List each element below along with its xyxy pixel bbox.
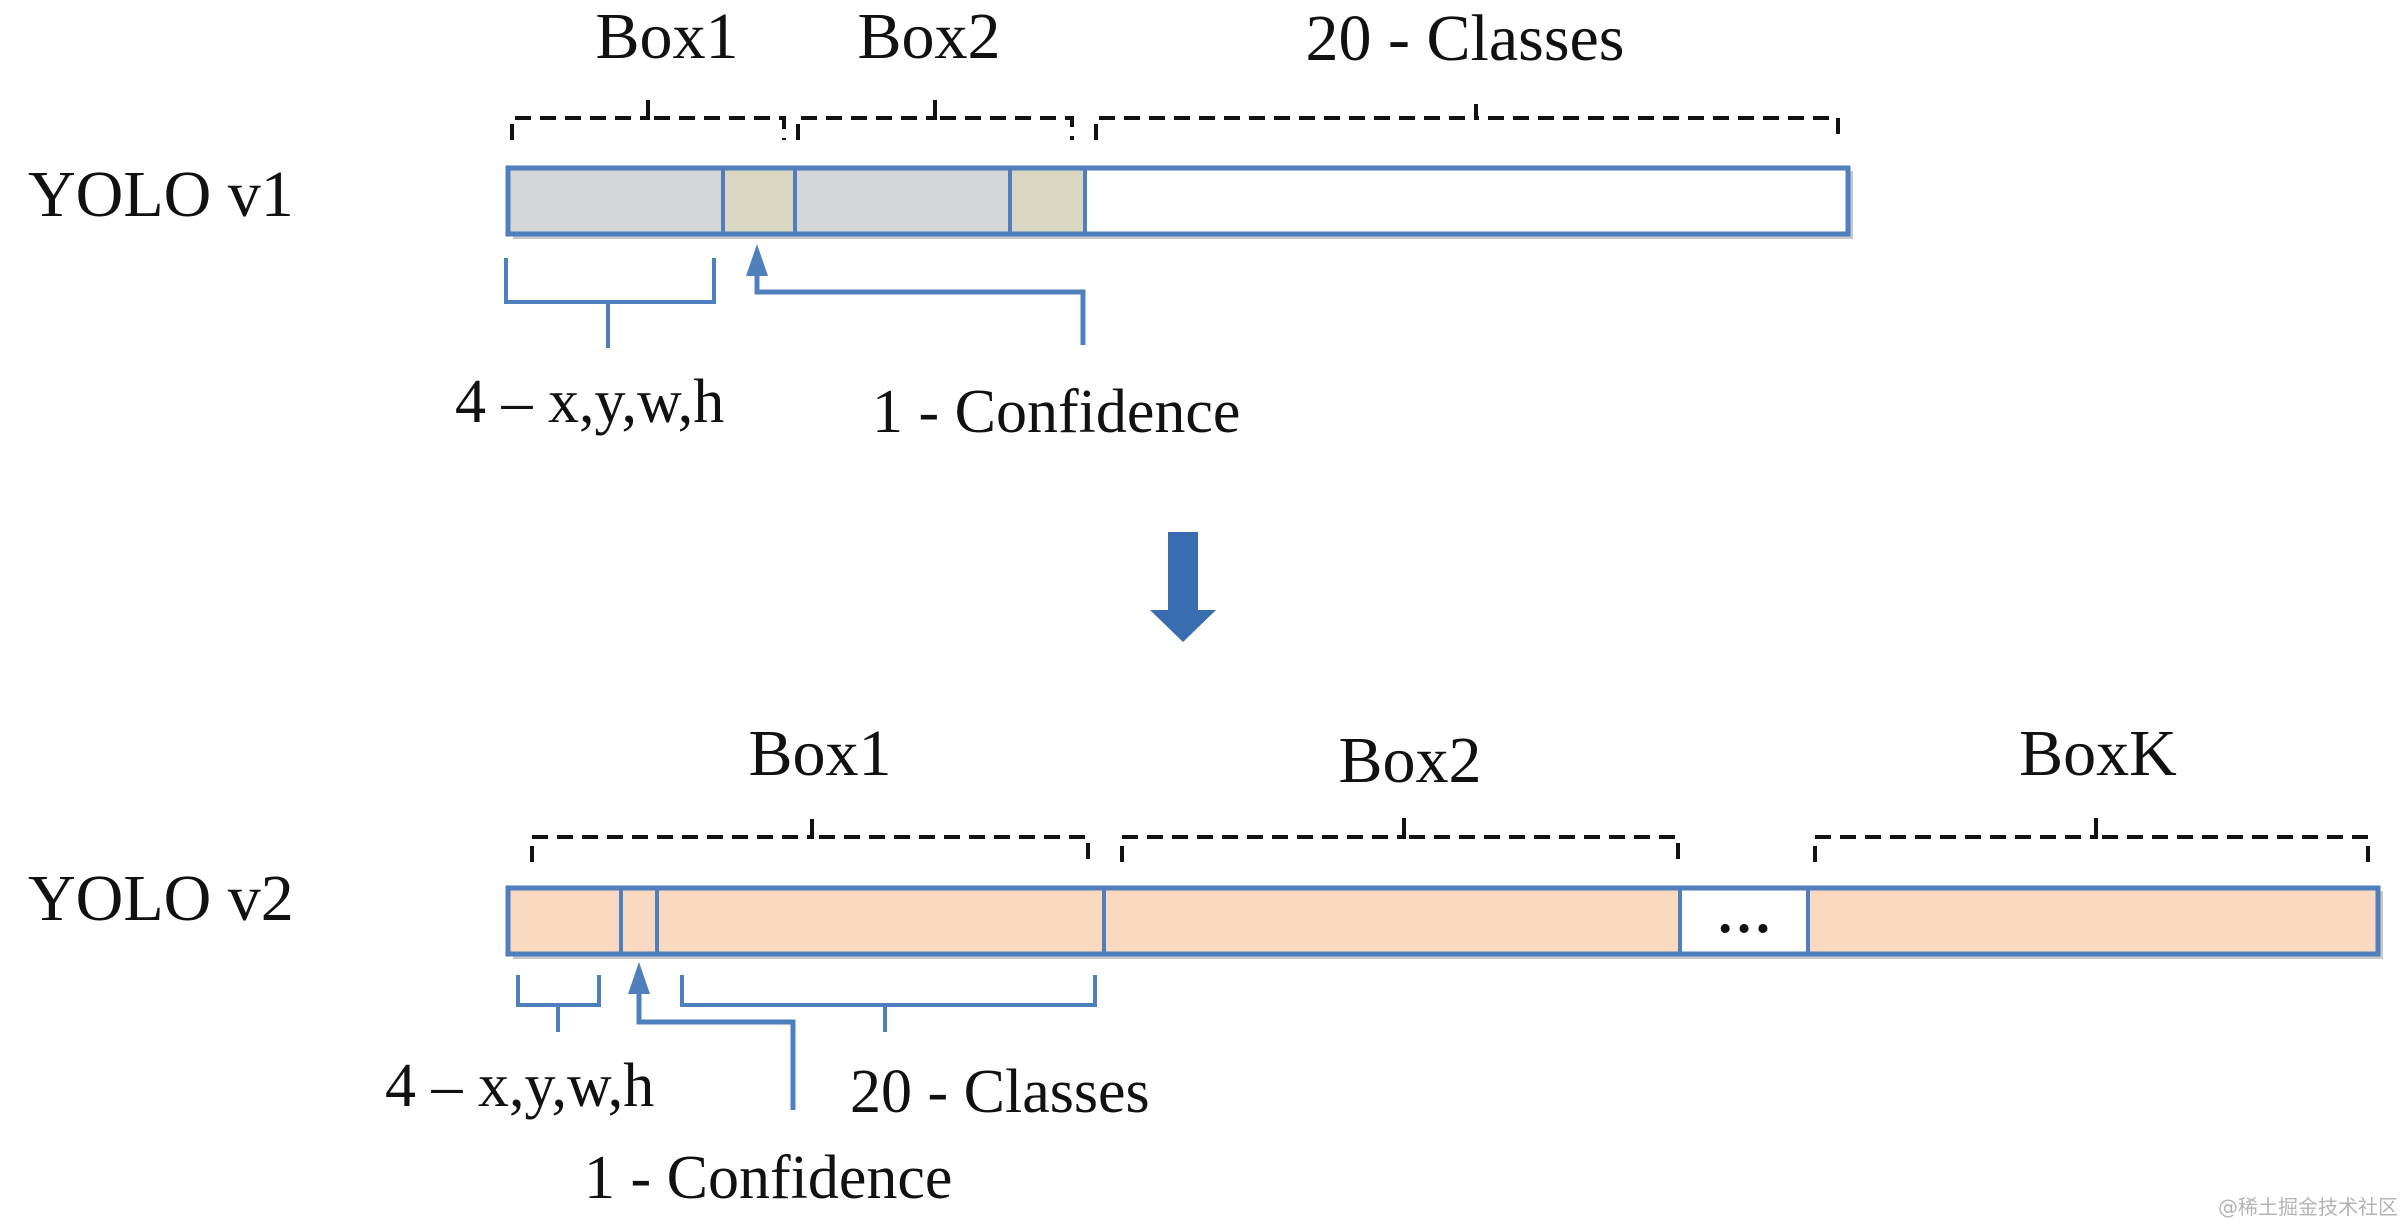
up-arrow-icon xyxy=(628,962,650,994)
yolo-v1-box2-bracket xyxy=(796,100,1074,140)
up-arrow-icon xyxy=(746,244,768,276)
yolo-v1-box1-confidence-cell xyxy=(723,168,795,234)
yolo-v1-section: YOLO v1 Box1 Box2 20 - Classes 4 – x,y,w… xyxy=(28,0,1853,446)
yolo-v2-ellipsis-cell xyxy=(1680,888,1808,954)
yolo-v2-box1-classes-cell xyxy=(657,888,1104,954)
yolo-v2-box1-confidence-cell xyxy=(621,888,657,954)
yolo-v2-coords-label: 4 – x,y,w,h xyxy=(385,1052,654,1120)
yolo-v2-box2-label: Box2 xyxy=(1338,724,1481,797)
yolo-v2-ellipsis: … xyxy=(1716,883,1772,945)
yolo-v2-classes-label: 20 - Classes xyxy=(850,1058,1150,1126)
yolo-v2-row-label: YOLO v2 xyxy=(28,862,294,935)
yolo-v2-boxk-label: BoxK xyxy=(2019,717,2177,790)
yolo-v1-output-bar xyxy=(505,165,1853,239)
yolo-v2-box1-coords-cell xyxy=(508,888,621,954)
yolo-v2-classes-bracket xyxy=(680,975,1097,1032)
yolo-v1-classes-label: 20 - Classes xyxy=(1306,2,1625,75)
down-arrow-icon xyxy=(1150,532,1216,642)
yolo-v1-box1-coords-cell xyxy=(508,168,723,234)
yolo-v1-confidence-label: 1 - Confidence xyxy=(872,378,1240,446)
yolo-v2-box2-cell xyxy=(1104,888,1680,954)
yolo-v2-output-bar: … xyxy=(505,883,2383,959)
yolo-v1-box1-label: Box1 xyxy=(595,0,738,73)
yolo-v1-confidence-pointer xyxy=(746,244,1086,345)
transition-arrow xyxy=(1150,532,1216,642)
yolo-v1-classes-cell xyxy=(1085,168,1848,234)
yolo-v1-box1-bracket xyxy=(510,100,786,140)
yolo-v1-box2-label: Box2 xyxy=(857,0,1000,73)
yolo-v1-classes-bracket xyxy=(1094,100,1840,140)
yolo-v2-box2-bracket xyxy=(1120,818,1680,862)
yolo-v1-row-label: YOLO v1 xyxy=(28,158,294,231)
yolo-v2-box1-bracket xyxy=(530,818,1090,862)
yolo-v1-coords-label: 4 – x,y,w,h xyxy=(455,368,724,436)
watermark: @稀土掘金技术社区 xyxy=(2218,1195,2398,1219)
yolo-v1-box2-confidence-cell xyxy=(1010,168,1085,234)
yolo-v2-boxk-bracket xyxy=(1813,818,2370,862)
yolo-v2-box1-label: Box1 xyxy=(748,717,891,790)
yolo-v1-coords-bracket xyxy=(504,258,716,348)
yolo-v2-coords-bracket xyxy=(516,975,601,1032)
yolo-v1-box2-coords-cell xyxy=(795,168,1010,234)
yolo-v2-confidence-pointer xyxy=(628,962,796,1110)
yolo-v2-confidence-label: 1 - Confidence xyxy=(584,1144,952,1212)
yolo-v2-boxk-cell xyxy=(1808,888,2378,954)
yolo-v2-section: YOLO v2 Box1 Box2 BoxK … 4 – x,y, xyxy=(28,717,2383,1212)
